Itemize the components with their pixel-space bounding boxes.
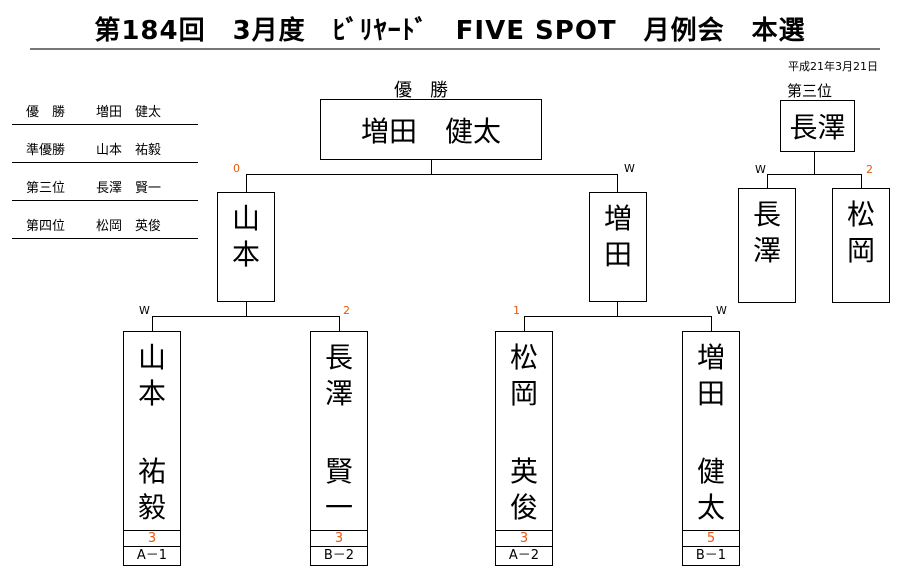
finalist-box-yamamoto: 山 本 (217, 192, 275, 302)
result-name: 松岡 英俊 (96, 219, 162, 234)
name-char: 増 (696, 341, 725, 374)
name-char: 長 (324, 341, 353, 374)
third-match-box-matsuoka: 松 岡 (832, 188, 890, 303)
third-place-heading: 第三位 (787, 82, 833, 100)
name-char: 祐 (137, 455, 166, 488)
third-place-name: 長澤 (789, 111, 846, 144)
name-char: 澤 (324, 377, 353, 410)
winner-box: 増田 健太 (320, 99, 542, 160)
result-name: 山本 祐毅 (96, 143, 162, 158)
winner-name: 増田 健太 (360, 114, 501, 148)
name-char: 長 (752, 198, 781, 231)
name-char: 英 (509, 455, 538, 488)
player-column-1: 山 本 祐 毅 3 A－1 (123, 331, 181, 566)
player-column-2: 長 澤 賢 一 3 B－2 (310, 331, 368, 566)
name-char: 本 (137, 377, 166, 410)
name-char: 増 (603, 202, 632, 235)
name-char: 毅 (137, 491, 166, 524)
player-box: 増 田 健 太 (682, 331, 740, 531)
bracket-line (767, 174, 768, 188)
bracket-line (246, 174, 618, 175)
player-box: 長 澤 賢 一 (310, 331, 368, 531)
name-char: 一 (324, 491, 353, 524)
bracket-line (431, 160, 432, 174)
bracket-line (617, 302, 618, 317)
bracket-line (152, 316, 153, 331)
bracket-line (711, 316, 712, 331)
name-char: 健 (696, 455, 725, 488)
winner-heading: 優 勝 (394, 80, 448, 101)
name-char: 岡 (509, 377, 538, 410)
name-char: 田 (603, 238, 632, 271)
bracket-line (524, 316, 525, 331)
final-result-tag-right: W (624, 162, 635, 175)
player-column-3: 松 岡 英 俊 3 A－2 (495, 331, 553, 566)
player-score: 3 (310, 530, 368, 547)
seed-code: A－1 (123, 546, 181, 566)
name-char: 山 (231, 202, 260, 235)
result-label: 第四位 (26, 219, 66, 234)
name-char: 賢 (324, 455, 353, 488)
result-row-fourth: 第四位 松岡 英俊 (12, 214, 198, 239)
bracket-line (617, 174, 618, 192)
third-match-box-nagasawa: 長 澤 (738, 188, 796, 303)
round1-tag-3: 1 (513, 304, 520, 317)
finalist-box-masuda: 増 田 (589, 192, 647, 302)
bracket-line (152, 316, 340, 317)
bracket-line (861, 174, 862, 188)
player-score: 3 (495, 530, 553, 547)
name-char: 松 (846, 198, 875, 231)
event-date: 平成21年3月21日 (788, 60, 878, 73)
result-label: 準優勝 (26, 143, 66, 158)
bracket-line (767, 174, 862, 175)
name-char: 俊 (509, 491, 538, 524)
result-label: 第三位 (26, 181, 66, 196)
third-place-box: 長澤 (780, 100, 855, 152)
bracket-line (524, 316, 712, 317)
result-name: 長澤 賢一 (96, 181, 162, 196)
seed-code: B－1 (682, 546, 740, 566)
third-match-tag-right: 2 (866, 163, 873, 176)
player-box: 山 本 祐 毅 (123, 331, 181, 531)
title-underline (30, 48, 880, 50)
name-char: 澤 (752, 234, 781, 267)
result-row-third: 第三位 長澤 賢一 (12, 176, 198, 201)
name-char: 田 (696, 377, 725, 410)
page-title: 第184回 3月度 ﾋﾞﾘﾔｰﾄﾞ FIVE SPOT 月例会 本選 (94, 16, 806, 46)
name-char: 太 (696, 491, 725, 524)
result-row-runner-up: 準優勝 山本 祐毅 (12, 138, 198, 163)
bracket-line (246, 174, 247, 192)
round1-tag-1: W (139, 304, 150, 317)
name-char: 本 (231, 238, 260, 271)
round1-tag-4: W (716, 304, 727, 317)
player-score: 3 (123, 530, 181, 547)
seed-code: B－2 (310, 546, 368, 566)
name-char: 岡 (846, 234, 875, 267)
bracket-line (814, 152, 815, 174)
player-column-4: 増 田 健 太 5 B－1 (682, 331, 740, 566)
name-char: 山 (137, 341, 166, 374)
final-result-tag-left: 0 (233, 162, 240, 175)
bracket-line (339, 316, 340, 331)
result-label: 優 勝 (26, 105, 66, 120)
third-match-tag-left: W (755, 163, 766, 176)
bracket-line (246, 302, 247, 317)
round1-tag-2: 2 (343, 304, 350, 317)
player-score: 5 (682, 530, 740, 547)
result-row-winner: 優 勝 増田 健太 (12, 100, 198, 125)
seed-code: A－2 (495, 546, 553, 566)
player-box: 松 岡 英 俊 (495, 331, 553, 531)
name-char: 松 (509, 341, 538, 374)
result-name: 増田 健太 (96, 105, 162, 120)
